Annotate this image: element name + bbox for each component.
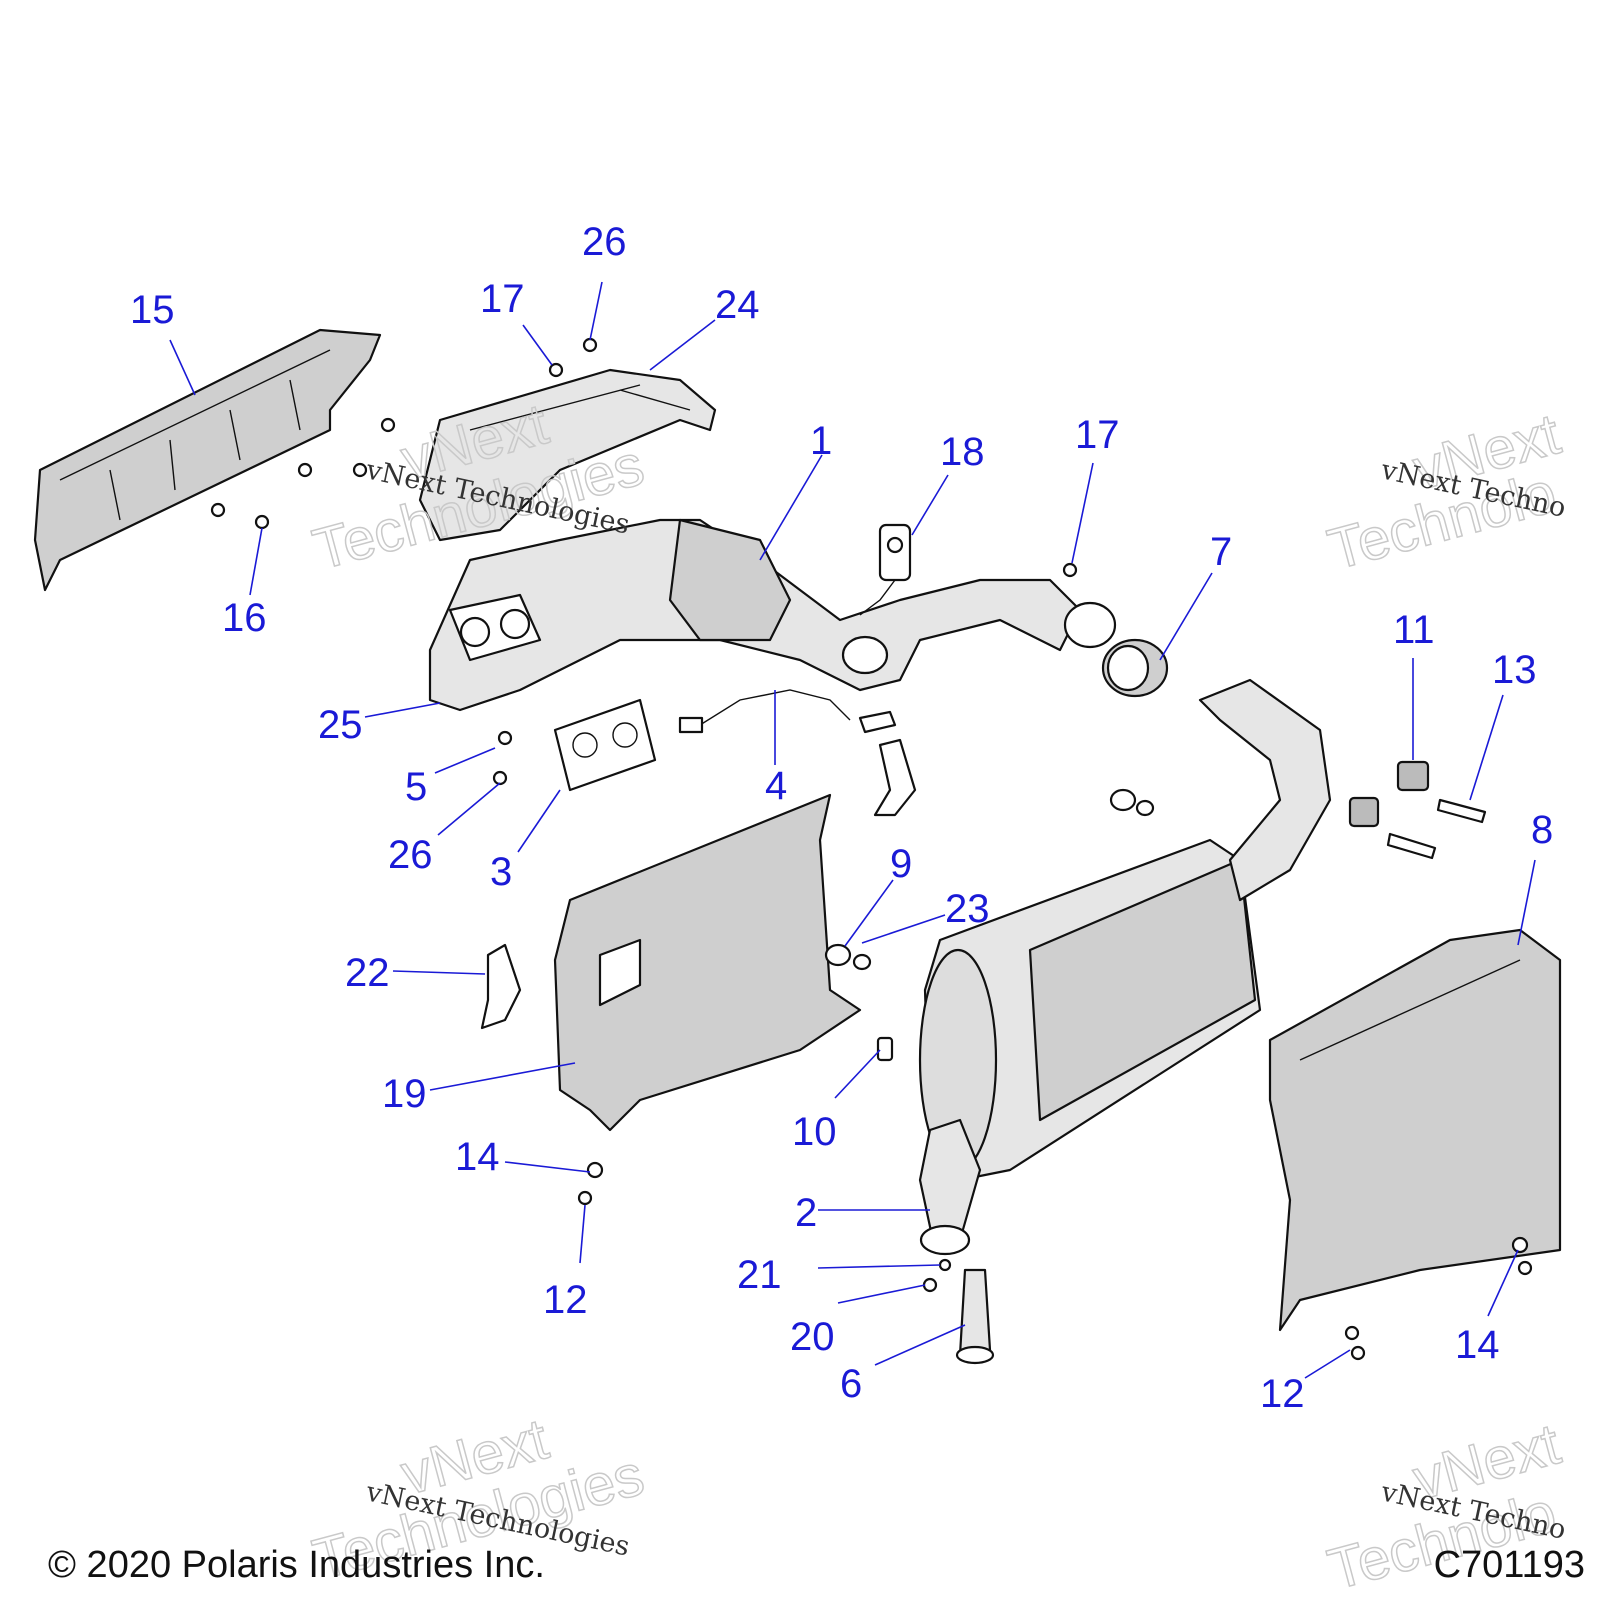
callout-26-a: 26 <box>582 220 627 264</box>
callout-1: 1 <box>810 419 832 463</box>
exhaust-header-1 <box>428 518 1117 712</box>
callout-3: 3 <box>490 850 512 894</box>
callout-14-b: 14 <box>1455 1323 1500 1367</box>
callout-19: 19 <box>382 1072 427 1116</box>
callout-26-b: 26 <box>388 833 433 877</box>
callout-8: 8 <box>1531 808 1553 852</box>
callout-18: 18 <box>940 430 985 474</box>
muffler-2 <box>918 678 1332 1256</box>
callout-21: 21 <box>737 1253 782 1297</box>
callout-22: 22 <box>345 951 390 995</box>
o2-sensor-4 <box>678 689 897 734</box>
callout-17-a: 17 <box>480 277 525 321</box>
figure-id: C701193 <box>1434 1544 1585 1586</box>
callout-24: 24 <box>715 283 760 327</box>
bolt-13 <box>1386 798 1487 860</box>
callout-4: 4 <box>765 764 787 808</box>
watermark-center: vNext Technologies vNext Technologies <box>306 391 651 584</box>
callout-6: 6 <box>840 1362 862 1406</box>
watermark-right: vNext Technolo vNext Techno <box>1321 401 1569 584</box>
seal-ring-7 <box>1101 638 1169 698</box>
callout-20: 20 <box>790 1315 835 1359</box>
callout-10: 10 <box>792 1110 837 1154</box>
fasteners <box>210 337 1533 1361</box>
callout-12-b: 12 <box>1260 1372 1305 1416</box>
heat-shield-8 <box>1268 928 1562 1332</box>
callout-7: 7 <box>1210 530 1232 574</box>
leader-lines <box>169 281 1536 1379</box>
gasket-3 <box>553 698 657 792</box>
callout-14-a: 14 <box>455 1135 500 1179</box>
clamp-22 <box>480 738 917 1030</box>
callout-5: 5 <box>405 765 427 809</box>
isolator-18 <box>859 523 912 616</box>
callout-16: 16 <box>222 596 267 640</box>
callout-9: 9 <box>890 842 912 886</box>
heat-shield-19 <box>553 793 862 1132</box>
callout-23: 23 <box>945 887 990 931</box>
spark-arrestor-6 <box>955 1268 995 1365</box>
spring-11 <box>1348 760 1430 828</box>
copyright-text: © 2020 Polaris Industries Inc. <box>48 1544 545 1586</box>
callout-2: 2 <box>795 1191 817 1235</box>
callout-17-b: 17 <box>1075 413 1120 457</box>
callout-11: 11 <box>1393 608 1435 652</box>
heat-shield-15 <box>33 328 382 592</box>
callout-12-a: 12 <box>543 1278 588 1322</box>
callout-labels: 1 2 3 4 5 6 7 8 9 10 11 12 12 12 13 14 1… <box>130 220 1553 1416</box>
callout-25: 25 <box>318 703 363 747</box>
heat-shield-24 <box>418 368 717 542</box>
callout-15: 15 <box>130 288 175 332</box>
callout-13: 13 <box>1492 648 1537 692</box>
